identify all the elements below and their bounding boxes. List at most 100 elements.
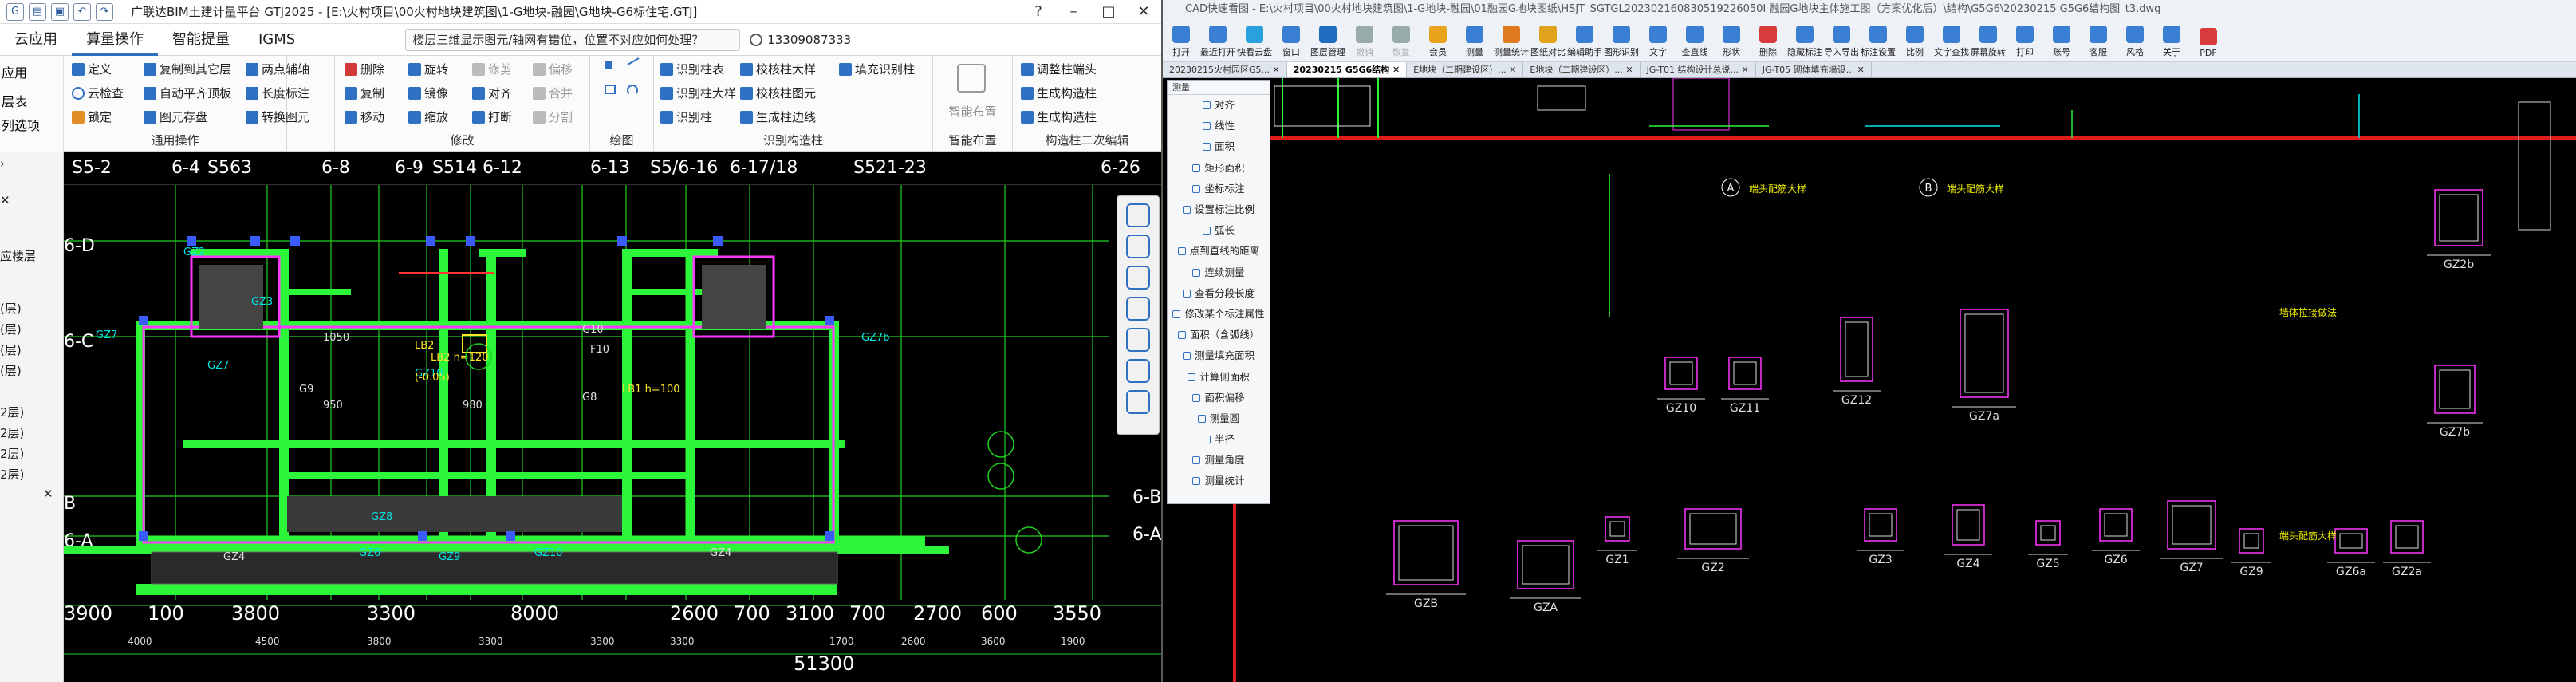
side-floor-8[interactable]: 2层) (0, 467, 25, 482)
check-column-detail-button[interactable]: 校核柱大样 (740, 61, 816, 77)
draw-line-button[interactable] (627, 57, 640, 65)
fill-recognize-column-button[interactable]: 填充识别柱 (839, 61, 915, 77)
measure-item-0[interactable]: 对齐 (1168, 95, 1270, 116)
toolbar-btn-3[interactable]: 窗口 (1273, 18, 1310, 61)
generate-column-edge-button[interactable]: 生成柱边线 (740, 108, 816, 125)
toolbar-btn-22[interactable]: 屏幕旋转 (1970, 18, 2007, 61)
toolbar-btn-8[interactable]: 测量 (1456, 18, 1493, 61)
smart-layout-button[interactable] (957, 64, 986, 93)
mirror-button[interactable]: 镜像 (408, 85, 448, 101)
measure-item-13[interactable]: 计算侧面积 (1168, 366, 1270, 387)
copy-to-floor-button[interactable]: 复制到其它层 (144, 61, 231, 77)
toolbar-btn-26[interactable]: 风格 (2117, 18, 2153, 61)
merge-button[interactable]: 合并 (533, 85, 573, 101)
measure-item-8[interactable]: 连续测量 (1168, 262, 1270, 283)
doc-tab-4[interactable]: JG-T01 结构设计总说... ✕ (1641, 62, 1756, 77)
define-button[interactable]: 定义 (72, 61, 112, 77)
recognize-column-detail-button[interactable]: 识别柱大样 (660, 85, 736, 101)
measure-item-12[interactable]: 测量填充面积 (1168, 345, 1270, 366)
toolbar-btn-9[interactable]: 测量统计 (1493, 18, 1530, 61)
measure-item-17[interactable]: 测量角度 (1168, 450, 1270, 471)
recognize-column-button[interactable]: 识别柱 (660, 108, 712, 125)
break-button[interactable]: 打断 (472, 108, 512, 125)
view-box-icon[interactable] (1126, 266, 1150, 290)
toolbar-btn-4[interactable]: 图层管理 (1310, 18, 1346, 61)
side-floor-3[interactable]: (层) (0, 343, 22, 357)
tab-close-icon[interactable]: ✕ (1389, 65, 1400, 75)
save-icon[interactable]: ▣ (51, 2, 69, 21)
toolbar-btn-21[interactable]: 文字查找 (1933, 18, 1970, 61)
toolbar-btn-25[interactable]: 客服 (2080, 18, 2117, 61)
pan-icon[interactable] (1126, 328, 1150, 352)
generate-column-button-2[interactable]: 生成构造柱 (1021, 108, 1097, 125)
menu-smart[interactable]: 智能提量 (172, 30, 230, 48)
side-floor-2[interactable]: (层) (0, 322, 22, 337)
offset-button[interactable]: 偏移 (533, 61, 573, 77)
menu-cloud[interactable]: 云应用 (14, 30, 57, 48)
toolbar-btn-2[interactable]: 快看云盘 (1236, 18, 1273, 61)
tab-close-icon[interactable]: ✕ (1854, 65, 1865, 75)
delete-button[interactable]: 删除 (345, 61, 384, 77)
settings-view-icon[interactable] (1126, 359, 1150, 383)
side-label-layers[interactable]: 层表 (2, 94, 28, 109)
side-collapse-arrow[interactable]: › (0, 156, 5, 171)
measure-item-18[interactable]: 测量统计 (1168, 471, 1270, 491)
draw-rect-button[interactable] (605, 85, 616, 94)
toolbar-btn-12[interactable]: 图形识别 (1603, 18, 1640, 61)
side-floor-4[interactable]: (层) (0, 364, 22, 378)
doc-tab-0[interactable]: 20230215火村园区G5... ✕ (1163, 62, 1287, 77)
measure-item-16[interactable]: 半径 (1168, 429, 1270, 450)
convert-element-button[interactable]: 转换图元 (246, 108, 309, 125)
rotate-button[interactable]: 旋转 (408, 61, 448, 77)
toolbar-btn-7[interactable]: 会员 (1420, 18, 1456, 61)
toolbar-btn-16[interactable]: 删除 (1750, 18, 1786, 61)
measure-item-5[interactable]: 设置标注比例 (1168, 199, 1270, 220)
toolbar-btn-5[interactable]: 撤销 (1346, 18, 1383, 61)
measure-item-15[interactable]: 测量圆 (1168, 408, 1270, 429)
toolbar-btn-13[interactable]: 文字 (1640, 18, 1676, 61)
account[interactable]: 13309087333 (750, 33, 851, 47)
toolbar-btn-19[interactable]: 标注设置 (1860, 18, 1897, 61)
adjust-column-end-button[interactable]: 调整柱端头 (1021, 61, 1097, 77)
toolbar-btn-23[interactable]: 打印 (2007, 18, 2043, 61)
side-close-icon[interactable]: ✕ (43, 487, 53, 501)
generate-column-button[interactable]: 生成构造柱 (1021, 85, 1097, 101)
two-point-axis-button[interactable]: 两点辅轴 (246, 61, 309, 77)
length-dim-button[interactable]: 长度标注 (246, 85, 309, 101)
doc-tab-5[interactable]: JG-T05 砌体填充墙设... ✕ (1756, 62, 1872, 77)
toolbar-btn-0[interactable]: 打开 (1163, 18, 1199, 61)
measure-item-10[interactable]: 修改某个标注属性 (1168, 304, 1270, 325)
redo-icon[interactable]: ↷ (96, 2, 113, 21)
lock-button[interactable]: 锁定 (72, 108, 112, 125)
fit-view-icon[interactable] (1126, 297, 1150, 321)
measure-item-3[interactable]: 矩形面积 (1168, 158, 1270, 179)
toolbar-btn-27[interactable]: 关于 (2153, 18, 2190, 61)
measure-item-7[interactable]: 点到直线的距离 (1168, 241, 1270, 262)
tab-close-icon[interactable]: ✕ (1506, 65, 1517, 75)
toolbar-btn-11[interactable]: 编辑助手 (1566, 18, 1603, 61)
minimize-button[interactable]: – (1069, 3, 1077, 20)
side-floor-1[interactable]: (层) (0, 302, 22, 316)
measure-item-1[interactable]: 线性 (1168, 116, 1270, 136)
view-3d-icon[interactable] (1126, 203, 1150, 227)
toolbar-btn-1[interactable]: 最近打开 (1199, 18, 1236, 61)
toolbar-btn-10[interactable]: 图纸对比 (1530, 18, 1566, 61)
toolbar-btn-24[interactable]: 账号 (2043, 18, 2080, 61)
toolbar-btn-17[interactable]: 隐藏标注 (1786, 18, 1823, 61)
side-label-app[interactable]: 应用 (2, 65, 28, 81)
toolbar-btn-20[interactable]: 比例 (1897, 18, 1933, 61)
side-floor-7[interactable]: 2层) (0, 447, 25, 461)
doc-tab-3[interactable]: E地块（二期建设区）... ✕ (1523, 62, 1641, 77)
recognize-column-table-button[interactable]: 识别柱表 (660, 61, 724, 77)
menu-igms[interactable]: IGMS (258, 30, 296, 48)
open-icon[interactable]: ▤ (29, 2, 46, 21)
tab-close-icon[interactable]: ✕ (1270, 65, 1280, 75)
side-label-columns[interactable]: 列选项 (2, 118, 41, 133)
tab-close-icon[interactable]: ✕ (1622, 65, 1633, 75)
copy-button[interactable]: 复制 (345, 85, 384, 101)
side-floor-6[interactable]: 2层) (0, 426, 25, 440)
check-column-element-button[interactable]: 校核柱图元 (740, 85, 816, 101)
close-button[interactable]: ✕ (1137, 3, 1150, 20)
